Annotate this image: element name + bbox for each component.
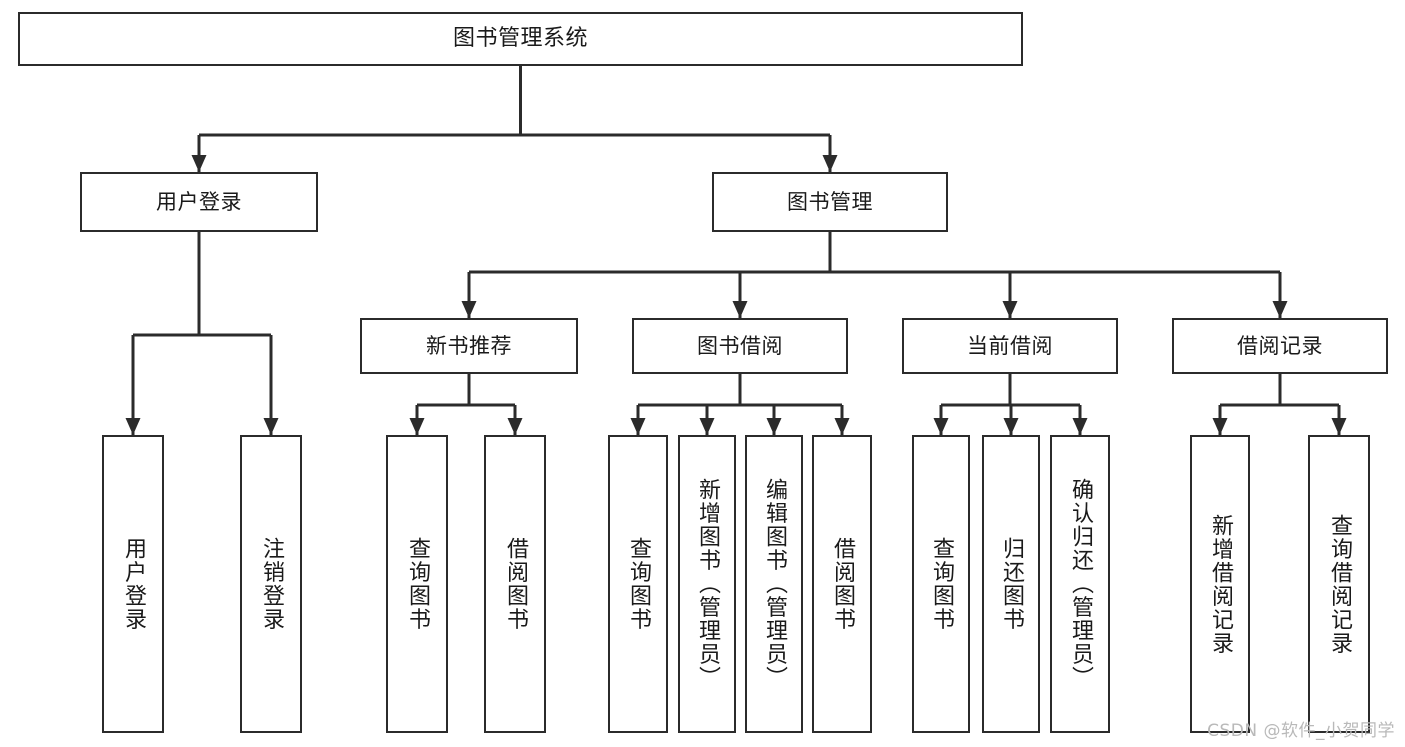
- node-leaf-borrow-1[interactable]: 查询图书: [608, 435, 668, 733]
- arrowhead-icon: [699, 418, 715, 435]
- arrowhead-icon: [1072, 418, 1088, 435]
- node-label: 借阅图书: [830, 537, 855, 631]
- arrowhead-icon: [1002, 301, 1018, 318]
- arrowhead-icon: [1331, 418, 1347, 435]
- node-label: 查询借阅记录: [1327, 513, 1352, 655]
- node-bookmgmt[interactable]: 图书管理: [712, 172, 948, 232]
- node-leaf-records-1[interactable]: 新增借阅记录: [1190, 435, 1250, 733]
- node-leaf-newbook-1[interactable]: 查询图书: [386, 435, 448, 733]
- node-label: 确认归还（管理员）: [1068, 478, 1093, 690]
- node-label: 注销登录: [259, 537, 284, 631]
- arrowhead-icon: [1003, 418, 1019, 435]
- node-leaf-login-1[interactable]: 用户登录: [102, 435, 164, 733]
- node-label: 归还图书: [999, 537, 1024, 631]
- arrowhead-icon: [630, 418, 646, 435]
- node-label: 查询图书: [405, 537, 430, 631]
- arrowhead-icon: [125, 418, 141, 435]
- node-login[interactable]: 用户登录: [80, 172, 318, 232]
- node-leaf-newbook-2[interactable]: 借阅图书: [484, 435, 546, 733]
- arrowhead-icon: [1212, 418, 1228, 435]
- arrowhead-icon: [732, 301, 748, 318]
- node-root[interactable]: 图书管理系统: [18, 12, 1023, 66]
- node-label: 借阅图书: [503, 537, 528, 631]
- node-records[interactable]: 借阅记录: [1172, 318, 1388, 374]
- node-label: 图书借阅: [697, 333, 783, 358]
- arrowhead-icon: [933, 418, 949, 435]
- arrowhead-icon: [507, 418, 523, 435]
- node-label: 图书管理: [787, 189, 873, 214]
- arrowhead-icon: [191, 155, 207, 172]
- node-leaf-current-2[interactable]: 归还图书: [982, 435, 1040, 733]
- arrowhead-icon: [766, 418, 782, 435]
- node-leaf-records-2[interactable]: 查询借阅记录: [1308, 435, 1370, 733]
- arrowhead-icon: [834, 418, 850, 435]
- node-label: 用户登录: [121, 537, 146, 631]
- node-label: 编辑图书（管理员）: [762, 478, 787, 690]
- node-borrow[interactable]: 图书借阅: [632, 318, 848, 374]
- arrowhead-icon: [461, 301, 477, 318]
- node-current[interactable]: 当前借阅: [902, 318, 1118, 374]
- arrowhead-icon: [1272, 301, 1288, 318]
- node-label: 新书推荐: [426, 333, 512, 358]
- node-label: 图书管理系统: [452, 26, 588, 52]
- node-leaf-borrow-3[interactable]: 编辑图书（管理员）: [745, 435, 803, 733]
- node-newbook[interactable]: 新书推荐: [360, 318, 578, 374]
- node-leaf-current-3[interactable]: 确认归还（管理员）: [1050, 435, 1110, 733]
- arrowhead-icon: [409, 418, 425, 435]
- node-leaf-borrow-4[interactable]: 借阅图书: [812, 435, 872, 733]
- arrowhead-icon: [822, 155, 838, 172]
- node-leaf-current-1[interactable]: 查询图书: [912, 435, 970, 733]
- node-label: 当前借阅: [967, 333, 1053, 358]
- node-label: 借阅记录: [1237, 333, 1323, 358]
- node-label: 查询图书: [626, 537, 651, 631]
- node-leaf-login-2[interactable]: 注销登录: [240, 435, 302, 733]
- node-label: 用户登录: [156, 189, 242, 214]
- node-label: 查询图书: [929, 537, 954, 631]
- node-label: 新增借阅记录: [1208, 513, 1233, 655]
- node-leaf-borrow-2[interactable]: 新增图书（管理员）: [678, 435, 736, 733]
- node-label: 新增图书（管理员）: [695, 478, 720, 690]
- arrowhead-icon: [263, 418, 279, 435]
